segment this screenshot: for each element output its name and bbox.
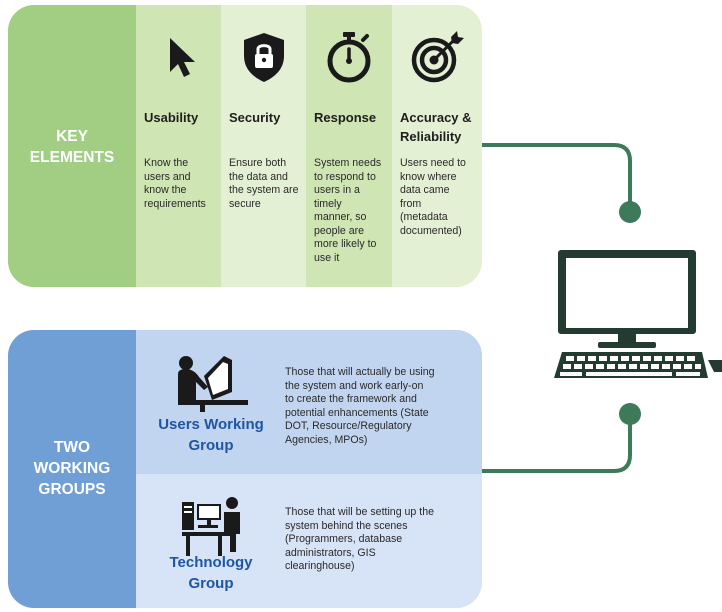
- group-name: Users Working Group: [158, 416, 264, 454]
- target-icon: [409, 29, 465, 85]
- key-element-response: Response System needs to respond to user…: [306, 5, 392, 287]
- key-element-title: Security: [229, 110, 281, 125]
- key-element-accuracy: Accuracy & Reliability Users need to kno…: [392, 5, 482, 287]
- technology-group: Technology Group Those that will be sett…: [136, 474, 482, 608]
- key-element-description: Know the users and know the requirements: [144, 157, 206, 210]
- connector-bottom-dot: [619, 403, 641, 425]
- connector-top-dot: [619, 201, 641, 223]
- key-elements-sidebar: KEY ELEMENTS: [8, 5, 136, 287]
- group-description: Those that will be setting up the system…: [285, 506, 434, 572]
- key-element-usability: Usability Know the users and know the re…: [136, 5, 221, 287]
- key-element-security: Security Ensure both the data and the sy…: [221, 5, 306, 287]
- working-groups-sidebar: TWO WORKING GROUPS: [8, 330, 136, 608]
- key-element-description: Users need to know where data came from …: [400, 157, 466, 237]
- working-groups-title: TWO WORKING GROUPS: [33, 439, 111, 498]
- group-name: Technology Group: [169, 554, 253, 592]
- cursor-icon: [151, 29, 207, 85]
- technician-at-desk-icon: [180, 494, 244, 558]
- lock-shield-icon: [236, 29, 292, 85]
- connector-top: [482, 143, 632, 212]
- connector-bottom: [482, 414, 632, 473]
- key-element-title: Response: [314, 110, 377, 125]
- key-element-title: Usability: [144, 110, 199, 125]
- key-element-description: System needs to respond to users in a ti…: [314, 157, 382, 264]
- key-elements-panel: KEY ELEMENTS Usability Know the users an…: [8, 5, 482, 287]
- group-description: Those that will actually be using the sy…: [285, 366, 435, 446]
- stopwatch-icon: [321, 29, 377, 85]
- key-element-description: Ensure both the data and the system are …: [229, 157, 299, 210]
- users-working-group: Users Working Group Those that will actu…: [136, 330, 482, 474]
- user-at-computer-icon: [174, 352, 250, 412]
- key-element-title: Accuracy & Reliability: [400, 110, 472, 144]
- working-groups-panel: TWO WORKING GROUPS Users Working Group T…: [8, 330, 482, 608]
- key-elements-title: KEY ELEMENTS: [29, 128, 115, 166]
- desktop-computer-icon: [552, 248, 722, 384]
